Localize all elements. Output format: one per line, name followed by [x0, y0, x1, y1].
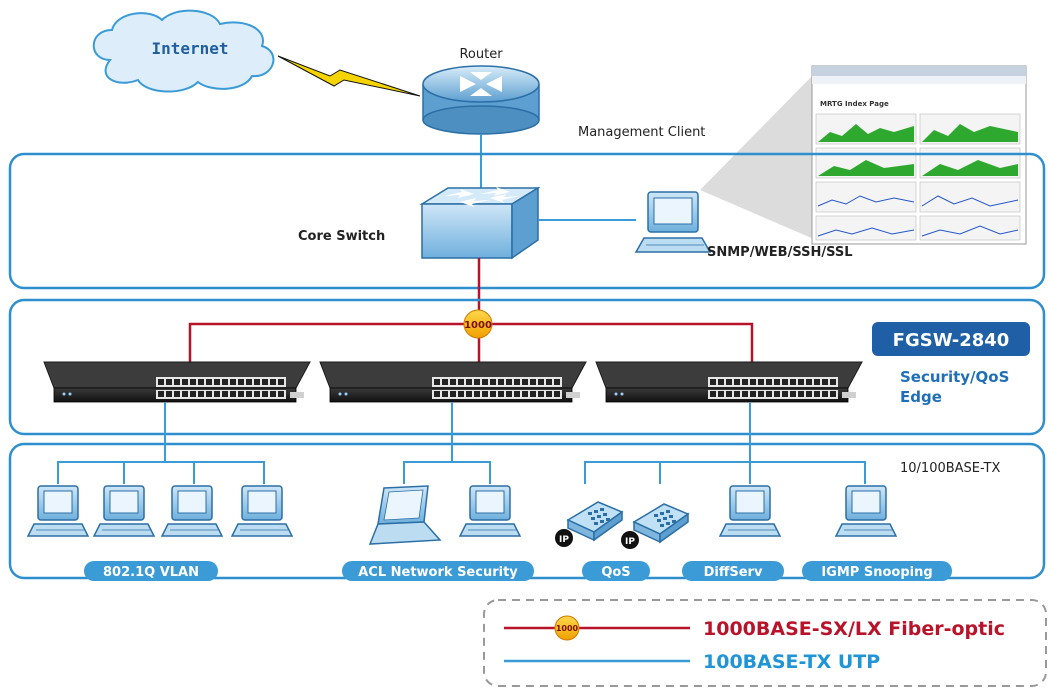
ip-phone-1-icon [567, 501, 623, 541]
legend-utp-label: 100BASE-TX UTP [703, 651, 880, 673]
router-label: Router [459, 47, 503, 62]
legend-box [483, 599, 1047, 687]
vlan-pc-2-icon [93, 485, 155, 537]
legend-fiber-badge-icon [554, 615, 580, 641]
screenshot-title: MRTG Index Page [820, 100, 889, 108]
vlan-pc-4-icon [231, 485, 293, 537]
vlan-pc-3-icon [161, 485, 223, 537]
lightning-bolt-icon [277, 55, 421, 97]
legend-fiber-badge-label: 1000 [556, 624, 579, 633]
model-label: FGSW-2840 [893, 330, 1010, 351]
vlan-pc-1-icon [27, 485, 89, 537]
diffserv-pc-icon [719, 485, 781, 537]
fiber-badge-label: 1000 [464, 320, 492, 331]
core-switch-icon [419, 186, 541, 260]
base-tx-label: 10/100BASE-TX [900, 461, 1000, 476]
svg-text:DiffServ: DiffServ [704, 565, 763, 580]
fiber-badge-icon [463, 309, 493, 339]
feature-tag-vlan: 802.1Q VLAN [84, 561, 218, 581]
utp-links [57, 402, 866, 484]
feature-tag-diffserv: DiffServ [682, 561, 784, 581]
model-badge [872, 322, 1030, 356]
svg-text:QoS: QoS [601, 565, 630, 580]
edge-layer-box [8, 298, 1046, 436]
laptop-icon [368, 485, 442, 545]
ip-badge-2-label: IP [625, 537, 635, 547]
snmp-label: SNMP/WEB/SSH/SSL [707, 245, 853, 260]
edge-switch-3-icon [595, 361, 863, 403]
acl-pc-icon [459, 485, 521, 537]
edge-switch-1-icon [43, 361, 311, 403]
ip-phone-2-icon [633, 503, 689, 543]
feature-tag-igmp: IGMP Snooping [802, 561, 952, 581]
router-icon [422, 65, 540, 135]
svg-text:IGMP Snooping: IGMP Snooping [821, 565, 932, 580]
ip-badge-2-icon [621, 531, 639, 549]
edge-switch-2-icon [319, 361, 587, 403]
feature-tag-qos: QoS [582, 561, 650, 581]
svg-text:802.1Q VLAN: 802.1Q VLAN [103, 565, 199, 580]
ip-badge-1-label: IP [559, 535, 569, 545]
internet-cloud-icon [92, 9, 275, 93]
core-layer-box [8, 152, 1046, 290]
management-client-pc-icon [634, 191, 712, 253]
legend-fiber-label: 1000BASE-SX/LX Fiber-optic [703, 618, 1005, 640]
feature-tag-acl: ACL Network Security [342, 561, 534, 581]
internet-label: Internet [151, 39, 228, 58]
security-label-line1: Security/QoS [900, 368, 1009, 386]
access-layer-box [8, 442, 1046, 580]
svg-text:ACL Network Security: ACL Network Security [358, 565, 518, 580]
security-label-line2: Edge [900, 388, 942, 406]
ip-badge-1-icon [555, 529, 573, 547]
igmp-pc-icon [835, 485, 897, 537]
core-switch-label: Core Switch [298, 229, 385, 244]
management-client-label: Management Client [578, 125, 705, 140]
